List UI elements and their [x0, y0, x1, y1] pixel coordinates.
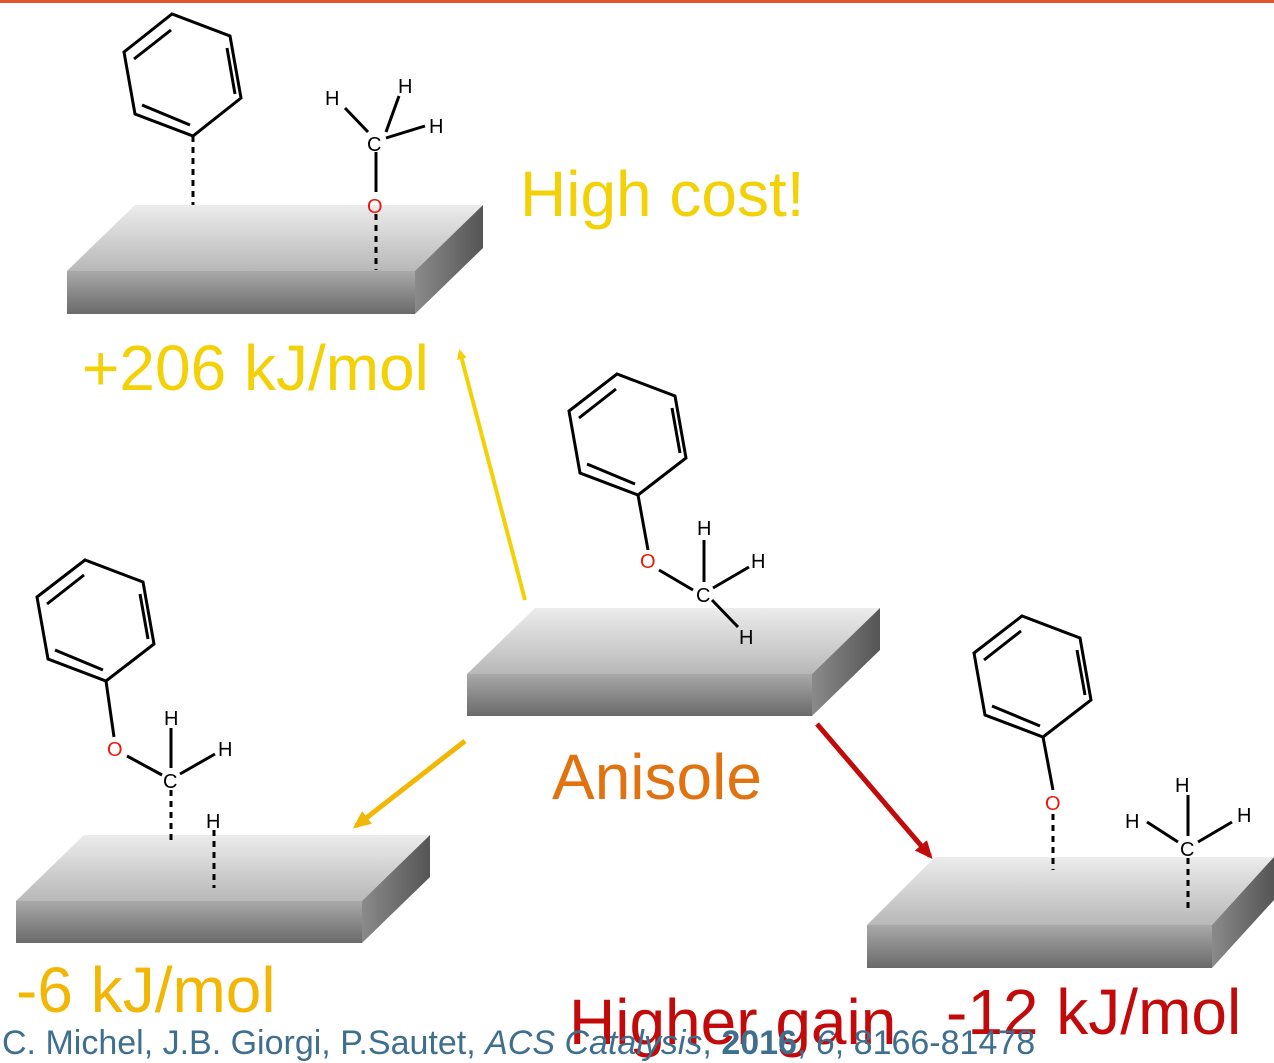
atom-carbon: C [696, 585, 710, 607]
atom-carbon: C [1180, 839, 1194, 861]
atom-hydrogen: H [206, 811, 220, 833]
top-accent-rule [0, 0, 1274, 3]
atom-hydrogen: H [164, 708, 178, 730]
atom-hydrogen: H [697, 518, 711, 540]
citation-authors: C. Michel, J.B. Giorgi, P.Sautet, [2, 1024, 486, 1062]
atom-carbon: C [367, 134, 381, 156]
atom-carbon: C [163, 771, 177, 793]
atom-hydrogen: H [429, 116, 443, 138]
slab-left [16, 835, 430, 943]
atom-hydrogen: H [1237, 805, 1251, 827]
atom-hydrogen: H [218, 739, 232, 761]
atom-hydrogen: H [751, 551, 765, 573]
citation-journal: ACS Catalysis [485, 1024, 703, 1062]
higher-gain-label: Higher gain [569, 986, 897, 1058]
anisole-label: Anisole [552, 741, 762, 813]
molecule-top-left [122, 12, 426, 270]
citation-year: 2016 [721, 1024, 797, 1062]
atom-oxygen: O [367, 196, 383, 218]
atom-hydrogen: H [739, 627, 753, 649]
top-energy-label: +206 kJ/mol [82, 332, 429, 404]
slab-center-anisole [467, 608, 880, 716]
arrow-to-top-left [456, 349, 527, 601]
citation-separator: , [796, 1024, 816, 1062]
atom-hydrogen: H [325, 88, 339, 110]
citation-pages: , 8166-81478 [834, 1024, 1036, 1062]
slab-top-left [67, 205, 483, 314]
high-cost-label: High cost! [520, 158, 805, 230]
left-energy-label: -6 kJ/mol [16, 954, 276, 1026]
arrow-to-left [352, 739, 467, 829]
citation-volume: 6 [815, 1024, 835, 1062]
atom-oxygen: O [640, 551, 656, 573]
atom-oxygen: O [107, 739, 123, 761]
atom-oxygen: O [1045, 793, 1061, 815]
arrow-to-right [815, 722, 933, 860]
slab-right [867, 857, 1274, 968]
molecule-right [972, 614, 1233, 910]
atom-hydrogen: H [1175, 775, 1189, 797]
citation: C. Michel, J.B. Giorgi, P.Sautet, ACS Ca… [2, 1026, 1035, 1060]
atom-hydrogen: H [1125, 811, 1139, 833]
right-energy-label: -12 kJ/mol [946, 976, 1242, 1048]
citation-separator: , [702, 1024, 722, 1062]
atom-hydrogen: H [398, 76, 412, 98]
molecule-center-anisole [567, 372, 750, 629]
molecule-left [35, 558, 216, 888]
